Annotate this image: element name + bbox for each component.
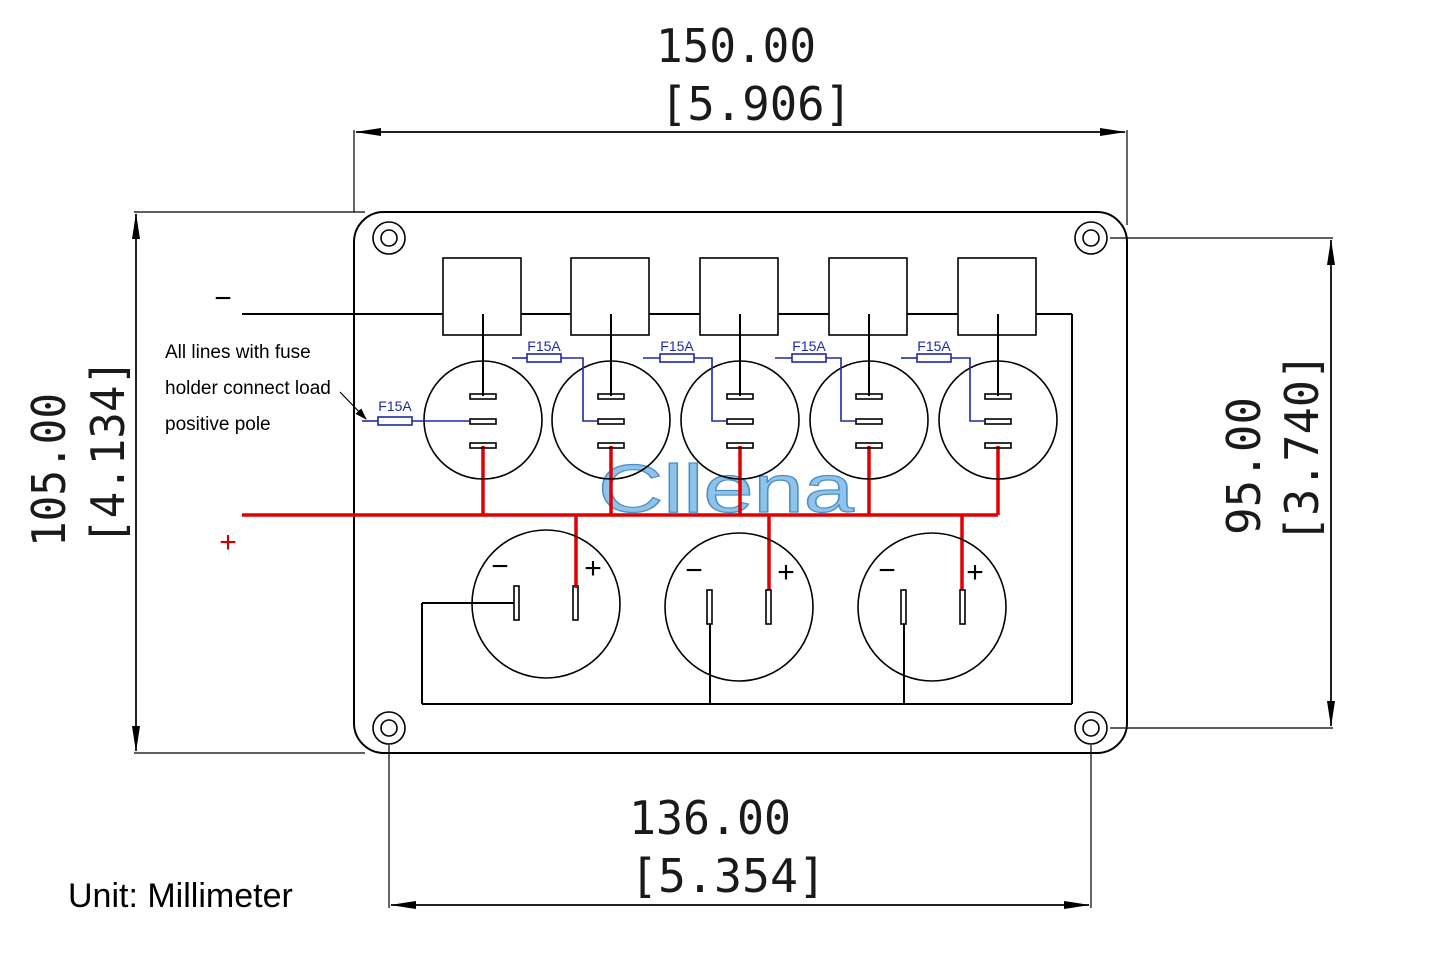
fuse-wire-1 (362, 416, 470, 426)
note-line-3: positive pole (165, 414, 271, 435)
switch-5 (938, 257, 1058, 480)
left-dimension-mm: 105.00 (22, 393, 76, 547)
bottom-dimension-mm: 136.00 (629, 791, 791, 845)
fuse-wire-2 (512, 353, 598, 422)
socket-2-plus: + (777, 556, 795, 589)
mounting-hole-top-left (372, 221, 406, 255)
switch-4 (809, 257, 929, 480)
negative-bus (242, 313, 1073, 705)
fuse-wire-3 (643, 353, 727, 422)
switch-1 (423, 257, 543, 480)
left-dimension-in: [4.134] (81, 359, 135, 545)
fuse-label-1: F15A (378, 398, 412, 414)
note-line-2: holder connect load (165, 378, 331, 399)
right-dimension-mm: 95.00 (1217, 397, 1271, 535)
fuse-label-3: F15A (660, 338, 694, 354)
switch-3 (680, 257, 800, 480)
note-leader-arrow (339, 391, 367, 420)
panel-outline (353, 211, 1128, 754)
bottom-dimension-in: [5.354] (630, 849, 826, 903)
socket-1-minus: − (491, 550, 509, 583)
socket-3-minus: − (878, 554, 896, 587)
positive-label: + (219, 526, 237, 559)
top-dimension-in: [5.906] (660, 77, 852, 131)
dimension-top: 150.00 [5.906] (353, 19, 1128, 225)
dimension-right: 95.00 [3.740] (1110, 237, 1335, 729)
switch-2 (551, 257, 671, 480)
mounting-hole-top-right (1074, 221, 1108, 255)
mounting-hole-bottom-left (372, 711, 406, 745)
note-line-1: All lines with fuse (165, 342, 311, 363)
fuse-wire-5 (901, 353, 985, 422)
top-dimension-mm: 150.00 (656, 19, 816, 73)
fuse-wire-4 (775, 353, 856, 422)
socket-2 (664, 532, 814, 704)
socket-2-minus: − (685, 554, 703, 587)
unit-caption: Unit: Millimeter (68, 877, 293, 915)
right-dimension-in: [3.740] (1275, 353, 1329, 543)
fuse-label-4: F15A (792, 338, 826, 354)
fuse-label-2: F15A (527, 338, 561, 354)
socket-3 (857, 532, 1007, 704)
socket-3-plus: + (966, 556, 984, 589)
fuse-label-5: F15A (917, 338, 951, 354)
dimension-bottom: 136.00 [5.354] (388, 745, 1092, 909)
socket-1-plus: + (584, 552, 602, 585)
positive-bus (242, 446, 1000, 590)
dimension-left: 105.00 [4.134] (22, 211, 365, 754)
negative-label: − (214, 282, 232, 315)
socket-1 (471, 529, 621, 679)
mounting-hole-bottom-right (1074, 711, 1108, 745)
